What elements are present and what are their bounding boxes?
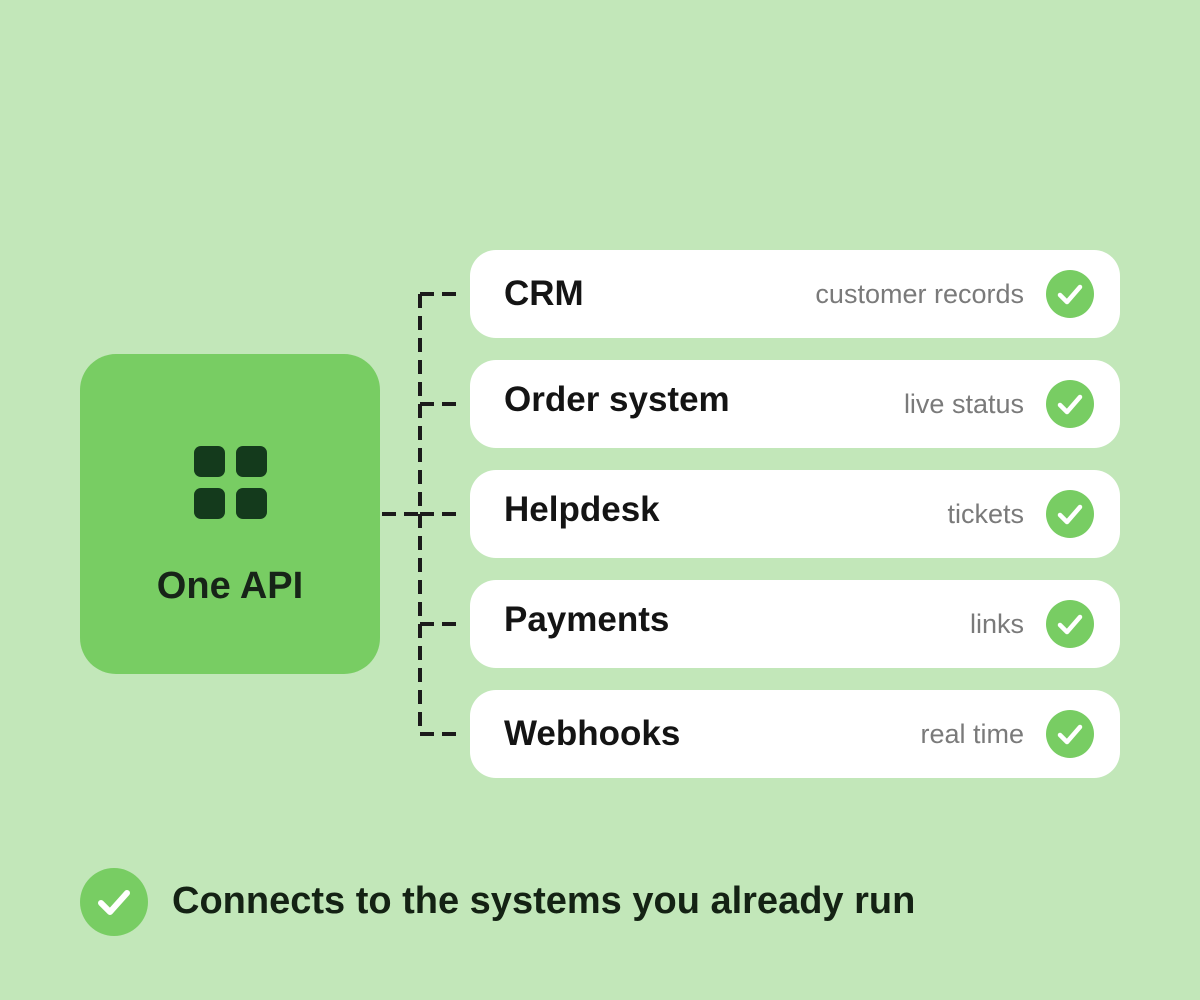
integration-name: Order system bbox=[504, 380, 730, 419]
check-icon bbox=[1046, 710, 1094, 758]
integration-description: links bbox=[969, 609, 1024, 639]
grid-icon bbox=[194, 446, 267, 519]
footer-caption: Connects to the systems you already run bbox=[172, 880, 916, 922]
integration-name: Helpdesk bbox=[504, 490, 660, 529]
integration-name: CRM bbox=[504, 274, 584, 313]
hub-box bbox=[80, 354, 380, 674]
integration-card-order-system: Order system live status bbox=[470, 360, 1120, 448]
integration-card-payments: Payments links bbox=[470, 580, 1120, 668]
integration-card-crm: CRM customer records bbox=[470, 250, 1120, 338]
integration-card-webhooks: Webhooks real time bbox=[470, 690, 1120, 778]
integration-name: Webhooks bbox=[504, 714, 681, 753]
check-icon bbox=[1046, 490, 1094, 538]
integration-name: Payments bbox=[504, 600, 670, 639]
integration-description: customer records bbox=[815, 279, 1024, 309]
integration-description: live status bbox=[903, 389, 1024, 419]
check-icon bbox=[1046, 380, 1094, 428]
integration-description: real time bbox=[920, 719, 1024, 749]
check-icon bbox=[1046, 600, 1094, 648]
integration-card-helpdesk: Helpdesk tickets bbox=[470, 470, 1120, 558]
integration-description: tickets bbox=[947, 499, 1024, 529]
check-icon bbox=[1046, 270, 1094, 318]
footer-check-icon bbox=[80, 868, 148, 936]
hub-title: One API bbox=[156, 565, 304, 607]
